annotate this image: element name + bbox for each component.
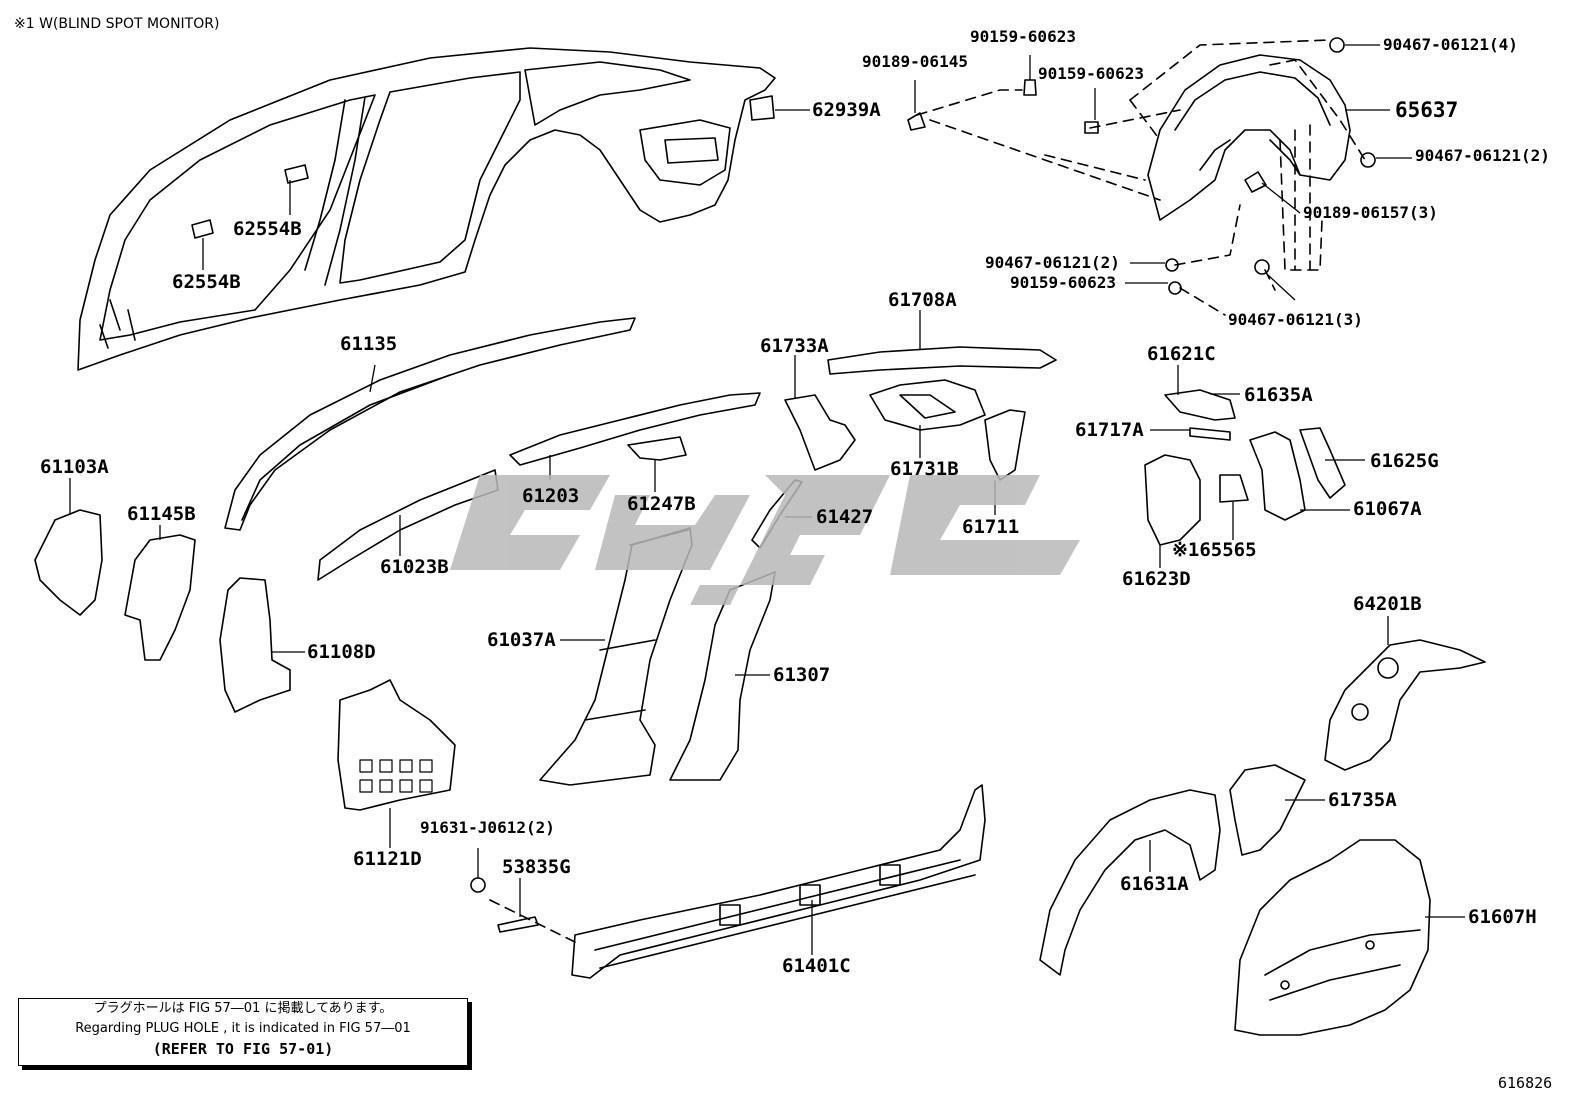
label-61623D: 61623D — [1122, 568, 1191, 590]
label-61067A: 61067A — [1353, 498, 1422, 520]
label-61731B: 61731B — [890, 458, 959, 480]
legend-line-english: Regarding PLUG HOLE , it is indicated in… — [75, 1021, 411, 1036]
label-61401C: 61401C — [782, 955, 851, 977]
label-61717A: 61717A — [1075, 419, 1144, 441]
watermark-logo-icon — [450, 475, 1080, 605]
label-90159-60623-c: 90159-60623 — [1010, 273, 1116, 292]
label-61103A: 61103A — [40, 456, 109, 478]
label-64201B: 64201B — [1353, 593, 1422, 615]
label-61023B: 61023B — [380, 556, 449, 578]
label-61607H: 61607H — [1468, 906, 1537, 928]
label-53835G: 53835G — [502, 856, 571, 878]
label-90189-06145: 90189-06145 — [862, 52, 968, 71]
label-61711: 61711 — [962, 516, 1020, 538]
label-61733A: 61733A — [760, 335, 829, 357]
body-side-outer-panel — [77, 47, 776, 371]
label-61145B: 61145B — [127, 503, 196, 525]
label-61108D: 61108D — [307, 641, 376, 663]
label-65565: ※165565 — [1172, 539, 1257, 561]
label-62939A: 62939A — [812, 99, 881, 121]
legend-line-refer: (REFER TO FIG 57-01) — [152, 1040, 334, 1058]
label-65637: 65637 — [1395, 98, 1459, 122]
label-61037A: 61037A — [487, 629, 556, 651]
label-90467-06121-3: 90467-06121(3) — [1228, 310, 1363, 329]
label-61247B: 61247B — [627, 493, 696, 515]
label-61621C: 61621C — [1147, 343, 1216, 365]
label-62554B-b: 62554B — [172, 271, 241, 293]
note-blind-spot-monitor: ※1 W(BLIND SPOT MONITOR) — [14, 16, 220, 32]
assembly-dashed-lines — [489, 39, 1366, 943]
label-62554B-a: 62554B — [233, 218, 302, 240]
label-61121D: 61121D — [353, 848, 422, 870]
legend-line-japanese: プラグホールは FIG 57―01 に掲載してあります。 — [93, 1001, 393, 1016]
label-61135: 61135 — [340, 333, 398, 355]
label-90467-06121-2-b: 90467-06121(2) — [985, 253, 1120, 272]
label-90159-60623-b: 90159-60623 — [1038, 64, 1144, 83]
label-90467-06121-4: 90467-06121(4) — [1383, 35, 1518, 54]
label-90467-06121-2-a: 90467-06121(2) — [1415, 146, 1550, 165]
label-61631A: 61631A — [1120, 873, 1189, 895]
figure-id: 616826 — [1498, 1074, 1553, 1092]
label-91631-J0612-2: 91631-J0612(2) — [420, 818, 555, 837]
label-61635A: 61635A — [1244, 384, 1313, 406]
label-61735A: 61735A — [1328, 789, 1397, 811]
label-61625G: 61625G — [1370, 450, 1439, 472]
label-61708A: 61708A — [888, 289, 957, 311]
label-61307: 61307 — [773, 664, 831, 686]
wheel-house-liner — [1147, 54, 1351, 221]
label-90159-60623-a: 90159-60623 — [970, 27, 1076, 46]
label-61203: 61203 — [522, 485, 580, 507]
plug-hole-note-box: プラグホールは FIG 57―01 に掲載してあります。 Regarding P… — [18, 998, 468, 1066]
leader-lines — [69, 44, 1465, 955]
label-90189-06157-3: 90189-06157(3) — [1303, 203, 1438, 222]
label-61427: 61427 — [816, 506, 874, 528]
